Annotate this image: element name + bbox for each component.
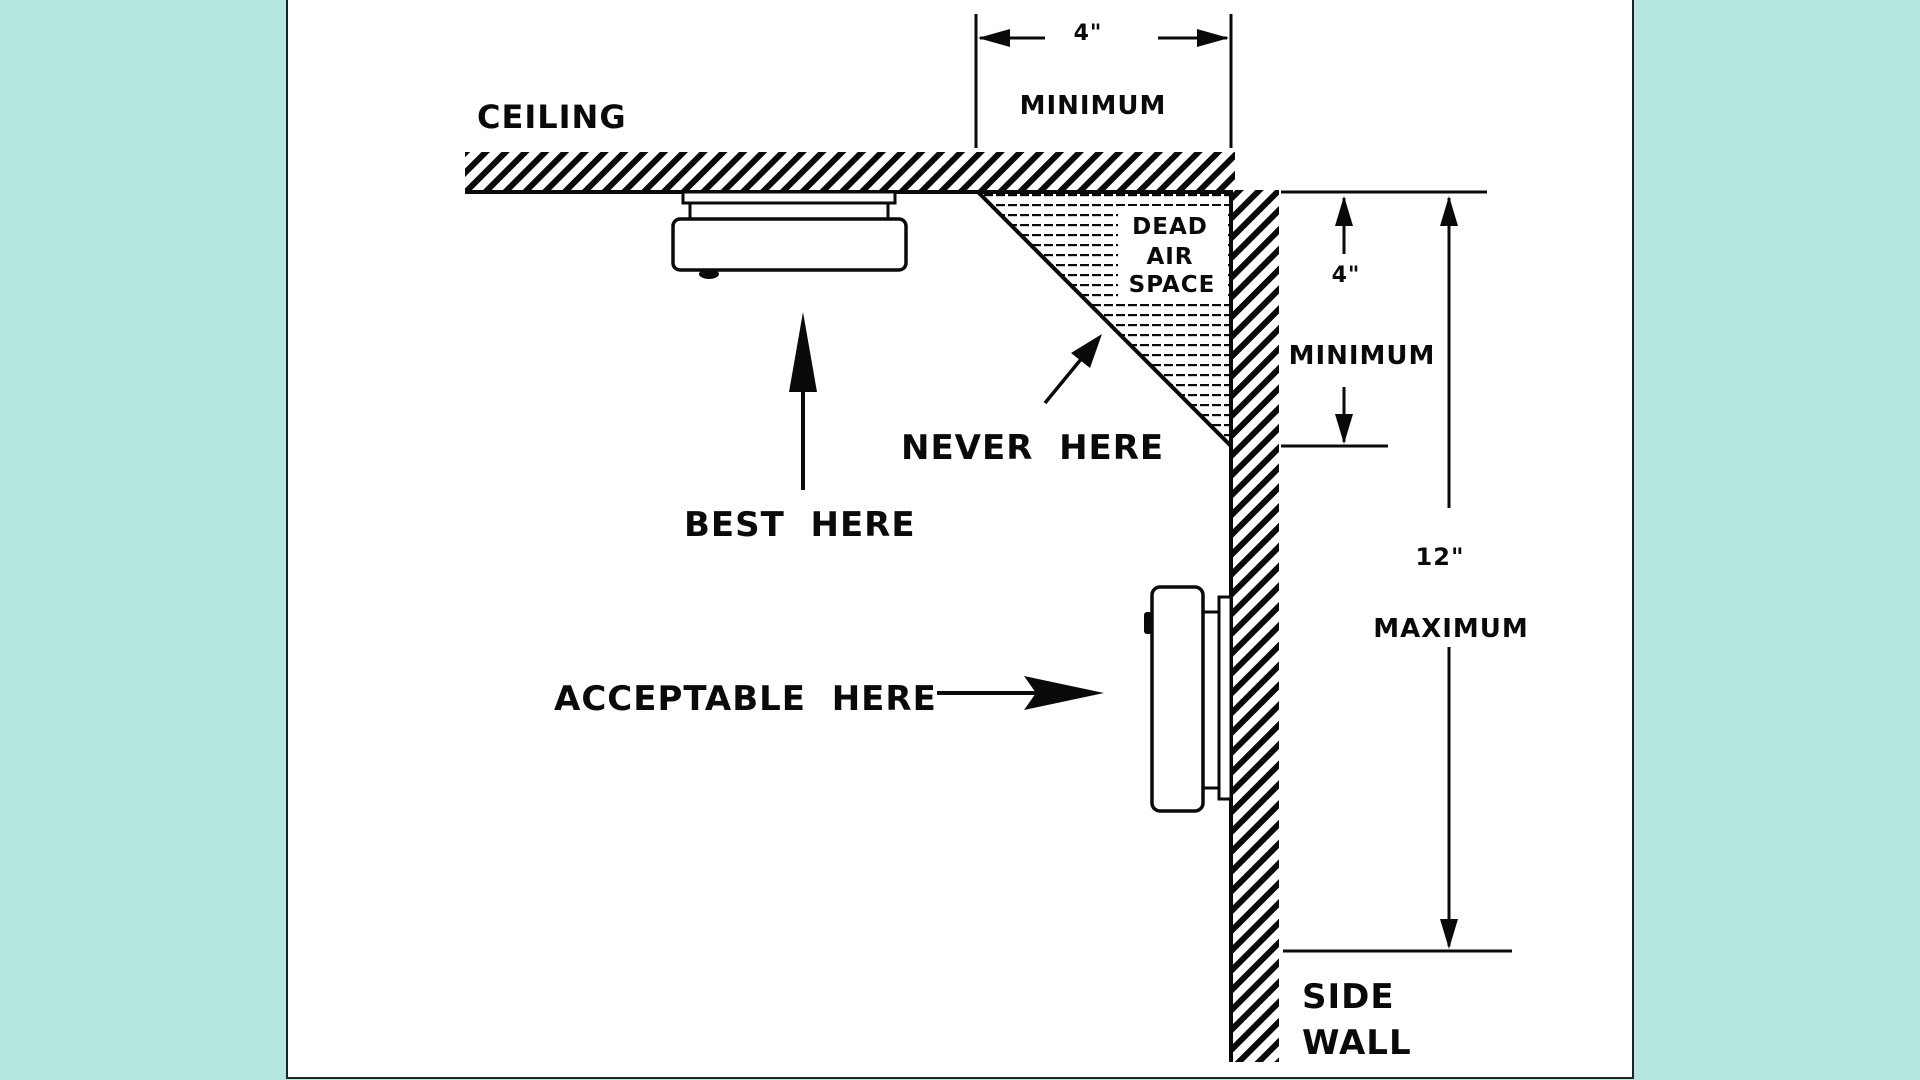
dead-air-label-bg <box>1118 206 1228 298</box>
ceiling-label: CEILING <box>477 98 627 136</box>
wall-max-dimension-value: 12" <box>1416 543 1465 571</box>
dead-air-label-line2: AIR <box>1146 244 1193 270</box>
wall-max-dimension-caption: MAXIMUM <box>1373 614 1529 644</box>
dead-air-label-line3: SPACE <box>1129 272 1216 298</box>
acceptable-here-label: ACCEPTABLE HERE <box>554 679 937 719</box>
top-dimension-caption: MINIMUM <box>1020 91 1167 121</box>
side-wall-hatch <box>1231 190 1279 1062</box>
best-here-label: BEST HERE <box>684 505 916 545</box>
top-dimension-value: 4" <box>1074 21 1103 46</box>
top-dimension <box>974 14 1233 148</box>
dead-air-label-line1: DEAD <box>1132 214 1208 240</box>
wall-min-dimension-value: 4" <box>1332 263 1361 288</box>
side-wall-label-line2: WALL <box>1302 1023 1412 1063</box>
best-here-arrow <box>789 312 817 490</box>
acceptable-here-arrow <box>937 676 1104 710</box>
never-here-label: NEVER HERE <box>901 428 1164 468</box>
ceiling-detector-icon <box>671 190 908 279</box>
never-here-arrow <box>1043 334 1102 405</box>
wall-min-dimension <box>1281 190 1487 448</box>
side-wall-label-line1: SIDE <box>1302 977 1395 1017</box>
wall-max-dimension <box>1283 196 1512 953</box>
wall-min-dimension-caption: MINIMUM <box>1289 341 1436 371</box>
wall-detector-icon <box>1144 585 1233 813</box>
ceiling-hatch <box>465 152 1235 192</box>
